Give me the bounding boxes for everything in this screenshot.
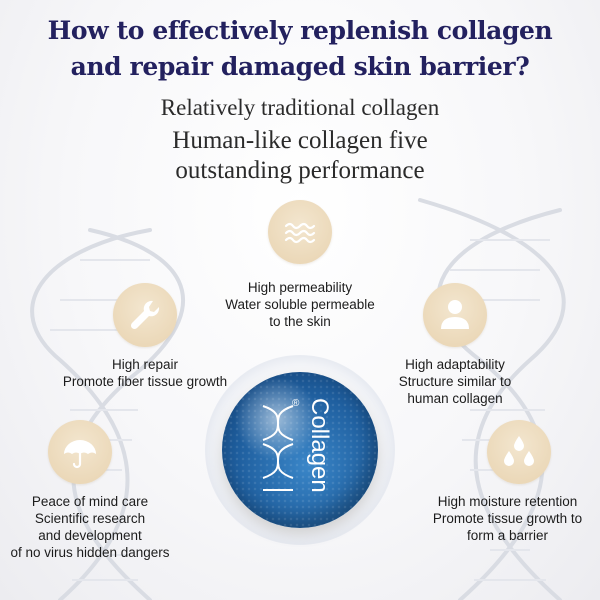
feature-repair: High repair Promote fiber tissue growth xyxy=(45,356,245,390)
collagen-ball-texture xyxy=(222,372,378,528)
feature-peace-line-2: and development xyxy=(38,528,142,543)
feature-moisture-title: High moisture retention xyxy=(437,494,578,509)
subheadline-line-3: outstanding performance xyxy=(175,157,425,184)
waves-icon xyxy=(268,200,332,264)
feature-permeability-line-1: Water soluble permeable xyxy=(225,297,375,312)
feature-adaptability-line-2: human collagen xyxy=(407,391,503,406)
collagen-ball: ® Collagen xyxy=(222,372,378,528)
person-icon xyxy=(423,283,487,347)
feature-permeability-title: High permeability xyxy=(247,280,353,295)
feature-adaptability-line-1: Structure similar to xyxy=(398,374,512,389)
feature-repair-line-1: Promote fiber tissue growth xyxy=(62,374,228,389)
headline-line-1: How to effectively replenish collagen xyxy=(47,16,553,45)
feature-moisture-retention: High moisture retention Promote tissue g… xyxy=(415,493,600,544)
feature-adaptability-title: High adaptability xyxy=(405,357,505,372)
feature-peace-of-mind: Peace of mind care Scientific research a… xyxy=(0,493,180,561)
collagen-label: Collagen xyxy=(300,392,340,512)
feature-moisture-line-2: form a barrier xyxy=(466,528,549,543)
umbrella-icon xyxy=(48,420,112,484)
headline-line-2: and repair damaged skin barrier? xyxy=(70,52,530,81)
feature-peace-title: Peace of mind care xyxy=(31,494,149,509)
feature-peace-line-1: Scientific research xyxy=(34,511,146,526)
collagen-badge: ® Collagen xyxy=(205,355,395,545)
registered-mark: ® xyxy=(292,398,300,409)
collagen-label-text: Collagen xyxy=(306,398,333,493)
feature-adaptability: High adaptability Structure similar to h… xyxy=(355,356,555,407)
subheadline-line-1: Relatively traditional collagen xyxy=(160,95,440,120)
feature-permeability: High permeability Water soluble permeabl… xyxy=(200,279,400,330)
feature-peace-line-3: of no virus hidden dangers xyxy=(10,545,170,560)
collagen-logo-icon xyxy=(262,405,294,491)
feature-repair-title: High repair xyxy=(111,357,179,372)
feature-permeability-line-2: to the skin xyxy=(269,314,331,329)
droplets-icon xyxy=(487,420,551,484)
wrench-icon xyxy=(113,283,177,347)
feature-moisture-line-1: Promote tissue growth to xyxy=(432,511,583,526)
subheadline-line-2: Human-like collagen five xyxy=(172,127,428,154)
